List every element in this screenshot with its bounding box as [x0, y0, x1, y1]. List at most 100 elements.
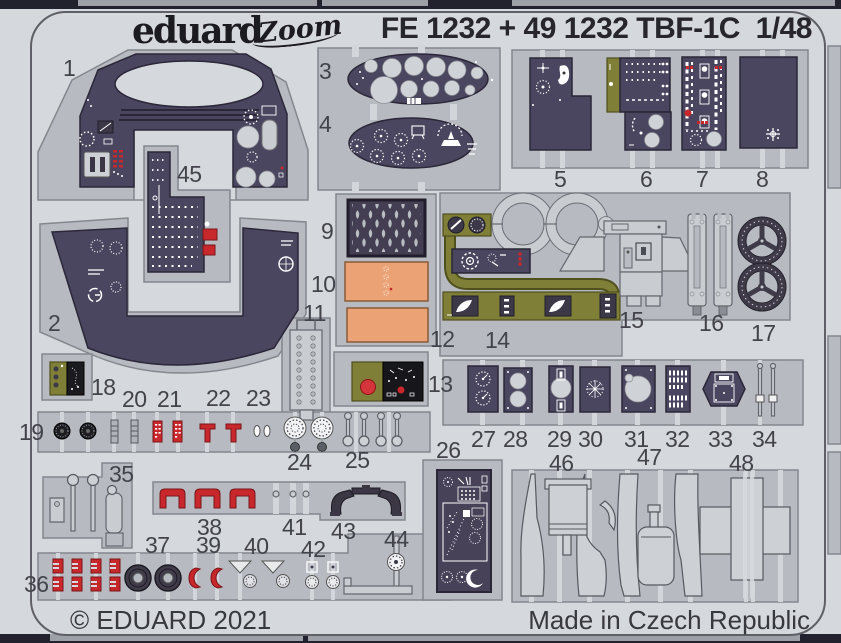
part-label-34: 34	[752, 426, 777, 452]
bottom-frame-tab	[308, 634, 800, 641]
part-label-29: 29	[547, 426, 572, 452]
top-frame-tab	[322, 0, 428, 6]
part-label-24: 24	[287, 449, 312, 475]
part-42-square-grommets	[305, 561, 340, 589]
part-8-blank-panel	[739, 56, 798, 149]
part-label-7: 7	[696, 166, 709, 192]
part-label-31: 31	[624, 426, 649, 452]
part-label-11: 11	[303, 300, 326, 326]
part-14-throttle-quadrant	[442, 213, 621, 321]
made-in-text: Made in Czech Republic	[528, 605, 810, 635]
top-frame-tab	[512, 0, 835, 6]
part-label-20: 20	[122, 386, 147, 412]
part-label-47: 47	[637, 444, 662, 470]
part-5-side-panel	[529, 57, 592, 151]
part-label-12: 12	[430, 326, 455, 352]
part-label-4: 4	[319, 111, 332, 137]
part-label-6: 6	[640, 166, 653, 192]
part-label-17: 17	[751, 320, 776, 346]
part-label-21: 21	[157, 386, 182, 412]
part-23-small-ovals	[253, 425, 271, 437]
part-label-19: 19	[19, 419, 44, 445]
part-44-rosette-bracket	[343, 535, 413, 595]
part-26-radio-panel	[436, 469, 492, 593]
part-32-grille-panel	[665, 365, 691, 413]
part-label-40: 40	[244, 533, 269, 559]
sheet-title: FE 1232 + 49 1232 TBF-1C 1/48	[380, 12, 813, 45]
part-40-funnel-grommets	[227, 560, 290, 588]
part-label-39: 39	[196, 532, 221, 558]
part-label-26: 26	[436, 437, 461, 463]
part-label-5: 5	[554, 166, 567, 192]
part-45-console-strip	[147, 151, 218, 273]
part-label-10: 10	[311, 271, 336, 297]
part-31-large-hole-panel	[621, 365, 656, 413]
part-1-instrument-panel	[79, 53, 288, 188]
part-label-15: 15	[619, 307, 644, 333]
part-label-32: 32	[665, 426, 690, 452]
part-36-red-levers	[52, 558, 121, 592]
part-7-electrical-panel	[681, 56, 727, 151]
part-label-1: 1	[63, 55, 76, 81]
part-28-twin-holes-panel	[503, 367, 533, 413]
part-label-36: 36	[24, 571, 49, 597]
part-20-ladder-strips	[110, 419, 139, 444]
part-33-hexagon-mount	[702, 371, 746, 407]
part-17-control-wheels	[737, 216, 787, 312]
part-24-rosette-knobs	[283, 416, 334, 452]
part-43-yoke-handle	[330, 485, 402, 516]
part-label-35: 35	[109, 461, 134, 487]
part-29-circle-bracket	[548, 365, 574, 413]
part-label-9: 9	[321, 218, 334, 244]
part-label-14: 14	[485, 327, 510, 353]
part-label-33: 33	[708, 426, 733, 452]
part-35-lever-cluster	[49, 473, 124, 547]
part-label-18: 18	[91, 374, 116, 400]
top-frame-tab	[78, 0, 317, 6]
part-label-28: 28	[503, 426, 528, 452]
part-label-38: 38	[197, 514, 222, 540]
part-16-rudder-pedals	[687, 213, 733, 316]
part-label-44: 44	[384, 526, 409, 552]
bottom-frame-tab	[50, 634, 303, 641]
part-25-lever-pins	[342, 411, 403, 447]
part-label-23: 23	[246, 385, 271, 411]
part-9-lattice-grille	[346, 198, 427, 258]
part-46-seat-frame	[520, 473, 616, 597]
copyright-text: © EDUARD 2021	[70, 605, 272, 635]
part-label-3: 3	[319, 58, 332, 84]
part-label-2: 2	[48, 310, 61, 336]
part-21-red-placards	[152, 420, 183, 443]
part-11-perforated-strip	[289, 319, 323, 421]
part-label-22: 22	[206, 385, 231, 411]
part-12-plate	[346, 307, 429, 343]
part-label-48: 48	[729, 450, 754, 476]
part-2-lower-panel	[50, 227, 299, 366]
sheet-outline	[30, 11, 826, 636]
part-label-37: 37	[145, 532, 170, 558]
part-39-red-hooks	[188, 567, 224, 589]
part-41-bead-pins	[272, 483, 310, 514]
part-label-25: 25	[345, 447, 370, 473]
part-47-seat-frame	[616, 473, 703, 597]
part-4-panel-dials	[348, 117, 477, 169]
part-label-46: 46	[549, 450, 574, 476]
part-18-small-panels	[49, 361, 85, 396]
part-label-30: 30	[578, 426, 603, 452]
part-34-control-rods	[755, 362, 778, 417]
part-10-plate	[344, 261, 429, 302]
part-30-starburst-panel	[579, 366, 611, 413]
eduard-logo: eduard	[132, 10, 264, 52]
part-19-knobs	[53, 422, 97, 440]
part-label-13: 13	[428, 371, 453, 397]
part-22-t-handles	[199, 423, 242, 443]
part-label-41: 41	[282, 514, 307, 540]
part-3-panel-face	[347, 53, 494, 105]
part-37-grommets	[124, 564, 182, 592]
part-label-27: 27	[471, 426, 496, 452]
part-6-switch-panel	[606, 57, 672, 151]
part-label-42: 42	[301, 536, 326, 562]
part-48-folded-box	[699, 472, 791, 598]
